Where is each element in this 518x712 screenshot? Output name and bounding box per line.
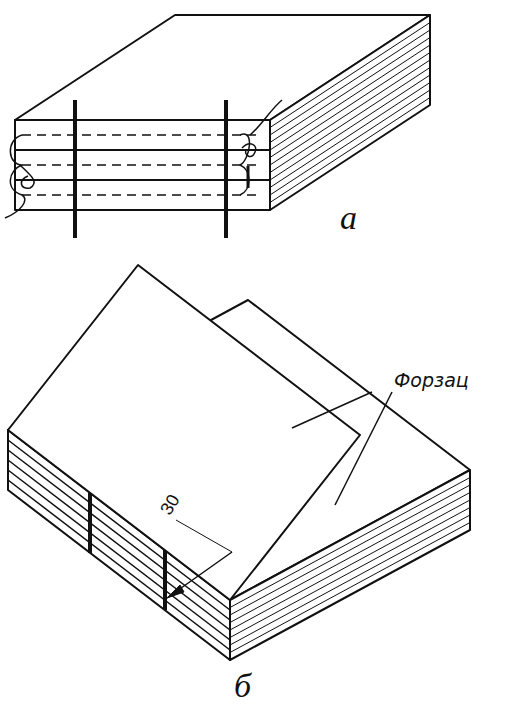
figure-letter: а	[338, 200, 359, 236]
page-edge-line	[270, 68, 430, 173]
page-edge-line	[270, 23, 430, 128]
page-edge-line	[270, 30, 430, 135]
book-block-with-endpapers-b	[8, 265, 470, 660]
figure-letter: б	[232, 668, 253, 704]
page-edge-line	[270, 98, 430, 203]
page-edge-line	[270, 60, 430, 165]
page-edge-line	[270, 83, 430, 188]
sewn-book-block-a	[5, 15, 430, 238]
page-edge-line	[270, 90, 430, 195]
part-name: Форзац	[392, 370, 471, 391]
page-edge-line	[270, 45, 430, 150]
page-edge-line	[270, 53, 430, 158]
page-edge-line	[270, 75, 430, 180]
page-edge-line	[270, 38, 430, 143]
